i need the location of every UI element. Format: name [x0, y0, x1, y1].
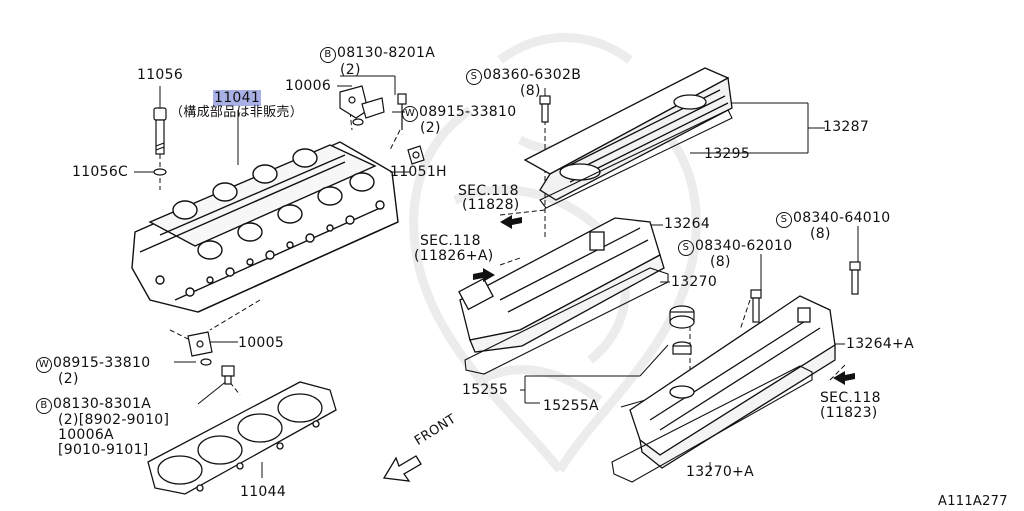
part-number: 08915-33810 [419, 104, 517, 120]
screw-08360 [539, 95, 551, 123]
head-gasket-11044 [147, 381, 337, 495]
label-13295: 13295 [704, 146, 751, 162]
figure-code: A111A277 [938, 494, 1008, 509]
label-s-08340-64010-qty: (8) [810, 226, 831, 242]
label-w-08915-33810-upper-qty: (2) [420, 120, 441, 136]
part-number: 08130-8301A [53, 396, 152, 412]
washer-symbol-icon: W [36, 357, 52, 373]
label-13270A: 13270+A [686, 464, 754, 480]
label-11041-note: （構成部品は非販売） [170, 105, 304, 120]
label-s-08340-62010-qty: (8) [710, 254, 731, 270]
gasket-13295 [539, 109, 733, 209]
label-11041: 11041 [213, 90, 262, 106]
label-sec118-11823-ref: (11823) [820, 405, 878, 421]
label-10006: 10006 [285, 78, 332, 94]
screw-symbol-icon: S [466, 69, 482, 85]
gasket-13270A [611, 365, 813, 483]
bracket-10006 [339, 85, 407, 130]
part-number: 08915-33810 [53, 355, 151, 371]
bolt-symbol-icon: B [36, 398, 52, 414]
label-w-08915-33810-lower-qty: (2) [58, 371, 79, 387]
screw-symbol-icon: S [678, 240, 694, 256]
label-s-08360-6302B-qty: (8) [520, 83, 541, 99]
label-13264: 13264 [664, 216, 711, 232]
rocker-cover-13264 [458, 217, 665, 353]
bolt-11056 [153, 107, 167, 176]
label-11044: 11044 [240, 484, 287, 500]
part-number: 08360-6302B [483, 67, 582, 83]
bolt-symbol-icon: B [320, 47, 336, 63]
front-arrow-icon [382, 455, 422, 482]
label-sec118-11823: SEC.118 [820, 390, 881, 406]
label-15255A: 15255A [543, 398, 599, 414]
label-11051H: 11051H [390, 164, 447, 180]
washer-symbol-icon: W [402, 106, 418, 122]
label-13264A: 13264+A [846, 336, 914, 352]
label-sec118-11828: SEC.118 [458, 183, 519, 199]
label-13287: 13287 [823, 119, 870, 135]
top-cover-13287 [523, 67, 733, 201]
label-13270: 13270 [671, 274, 718, 290]
part-number: 08130-8201A [337, 45, 436, 61]
oil-cap-15255 [669, 305, 695, 355]
part-11051H [407, 145, 425, 165]
rocker-cover-13264A [629, 295, 836, 469]
label-15255: 15255 [462, 382, 509, 398]
label-sec118-11826-ref: (11826+A) [414, 248, 494, 264]
section-arrows [473, 215, 855, 385]
part-number: 08340-64010 [793, 210, 891, 226]
cylinder-head [131, 141, 399, 313]
label-b-08130-8201A-qty: (2) [340, 62, 361, 78]
bracket-10005 [187, 331, 235, 385]
label-b-08130-8301A-line2: (2)[8902-9010] [58, 412, 170, 428]
screw-symbol-icon: S [776, 212, 792, 228]
label-11056: 11056 [137, 67, 184, 83]
label-sec118-11826: SEC.118 [420, 233, 481, 249]
label-11041-highlight[interactable]: 11041 [213, 90, 262, 106]
label-sec118-11828-ref: (11828) [462, 197, 520, 213]
screw-08340 [750, 261, 861, 323]
label-10005: 10005 [238, 335, 285, 351]
gasket-13270 [464, 267, 669, 375]
label-b-08130-8301A-line4: [9010-9101] [58, 442, 149, 458]
label-b-08130-8301A-line3: 10006A [58, 427, 114, 443]
part-number: 08340-62010 [695, 238, 793, 254]
label-11056C: 11056C [72, 164, 129, 180]
